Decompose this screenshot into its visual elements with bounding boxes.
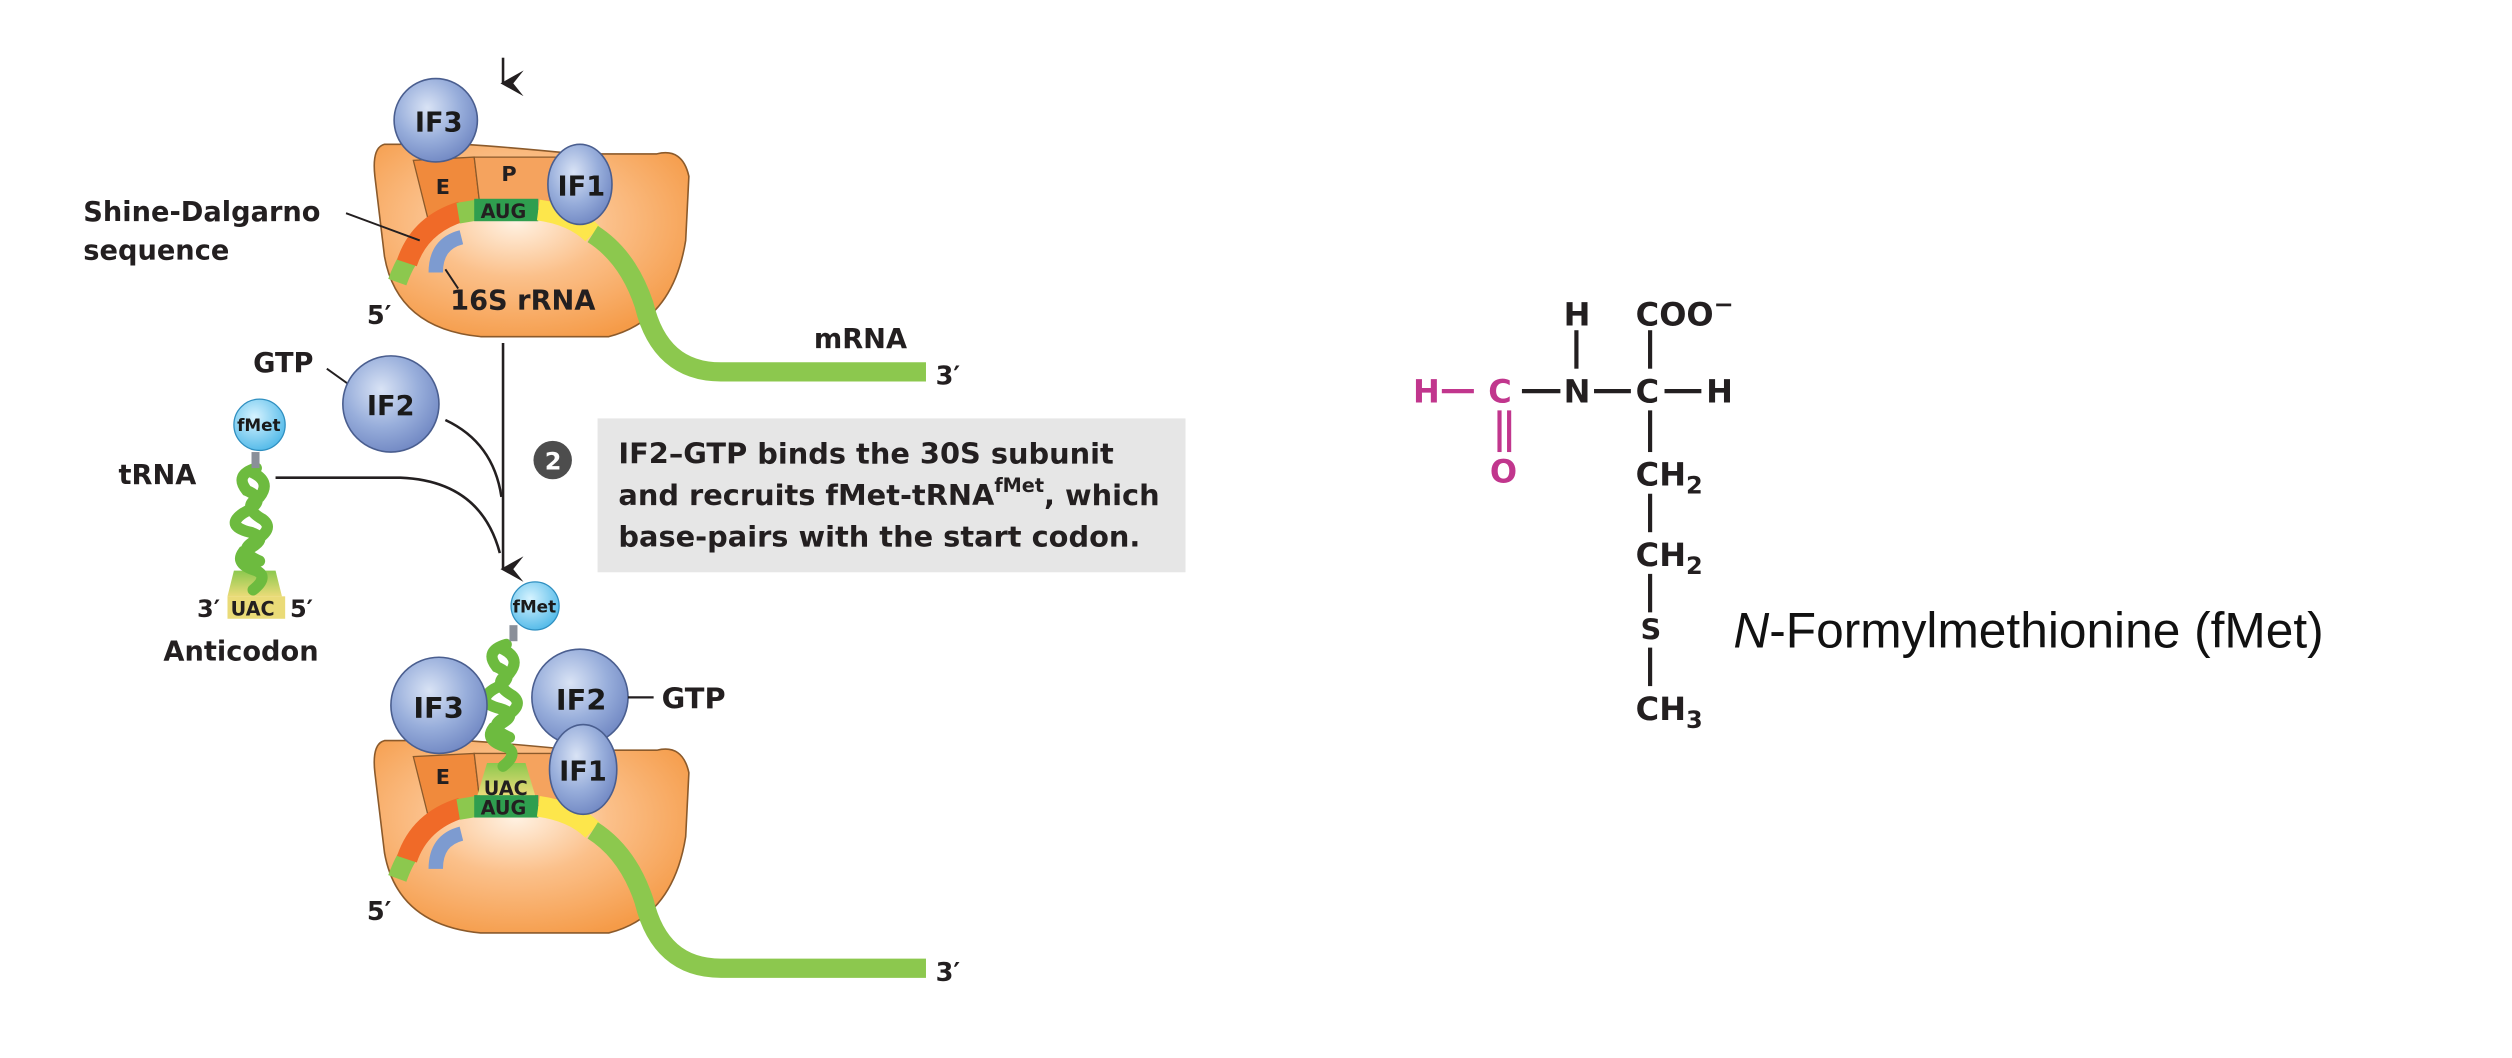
alpha-hydrogen: H	[1706, 372, 1733, 410]
mrna-label: mRNA	[814, 324, 907, 355]
sd-leader-line	[345, 212, 421, 242]
start-codon-box	[474, 198, 539, 222]
if3-label: IF3	[413, 691, 463, 725]
step-number: 2	[545, 448, 562, 476]
gtp-label: GTP	[253, 348, 313, 379]
bound-trna-molecule	[479, 638, 523, 772]
top-ribosome-complex: E P AUG IF3 IF1 Shine-Dalgarno sequence …	[83, 57, 961, 392]
step-number-badge	[533, 440, 572, 480]
e-site-label: E	[436, 765, 450, 789]
mrna-strand-3prime	[587, 225, 926, 382]
bottom-ribosome-complex: E AUG UAC fMet IF3 IF2 GTP IF1 5′ 3′	[367, 581, 961, 988]
trna-three-prime-label: 3′	[197, 595, 220, 623]
shine-dalgarno-label: Shine-Dalgarno	[83, 197, 320, 228]
if1-factor	[548, 723, 618, 816]
e-site-label: E	[436, 175, 450, 199]
anticodon-box	[227, 596, 286, 619]
carboxylate: COO−	[1636, 291, 1734, 334]
five-prime-label: 5′	[367, 897, 392, 927]
if2-merge-arrow	[444, 418, 503, 498]
caption-line-1: IF2–GTP binds the 30S subunit	[618, 436, 1114, 470]
16s-rrna-label: 16S rRNA	[450, 285, 595, 316]
if3-factor	[390, 656, 488, 755]
three-prime-label: 3′	[936, 362, 961, 392]
fmet-amino-acid	[233, 398, 286, 452]
trna-molecule	[229, 462, 273, 596]
trna-label: tRNA	[119, 460, 197, 491]
bound-fmet	[510, 581, 560, 631]
if1-label: IF1	[558, 172, 606, 203]
fmet-label: fMet	[237, 415, 280, 435]
bound-anticodon-label: UAC	[484, 777, 528, 800]
bound-fmet-label: fMet	[513, 596, 556, 616]
gtp-bond-line	[326, 367, 350, 386]
if3-label: IF3	[415, 107, 463, 138]
16s-rrna	[428, 230, 464, 273]
if3-factor	[393, 77, 479, 163]
anticodon-label: Anticodon	[163, 636, 318, 667]
downstream-segment	[536, 796, 601, 839]
if1-factor	[547, 143, 613, 226]
shine-dalgarno-label-line2: sequence	[83, 236, 229, 267]
trna-stem	[251, 452, 260, 469]
formyl-oxygen: O	[1490, 453, 1517, 491]
shine-dalgarno-segment	[397, 201, 465, 267]
ch3-group: CH3	[1636, 690, 1703, 734]
anticodon-seq: UAC	[231, 598, 275, 621]
p-site-label: P	[501, 162, 516, 186]
amide-hydrogen: H	[1564, 295, 1591, 333]
mrna-strand-3prime	[587, 822, 926, 978]
gtp-label: GTP	[662, 682, 726, 716]
formyl-carbon: C	[1488, 372, 1512, 410]
three-prime-label: 3′	[936, 958, 961, 988]
trna-merge-arrow	[275, 476, 502, 554]
start-codon-label: AUG	[481, 796, 527, 819]
shine-dalgarno-segment	[397, 797, 465, 863]
fmet-structure: H C O N H C H COO− CH2 CH2 S CH3 N-Formy…	[1413, 291, 2324, 734]
compound-name: N-Formylmethionine (fMet)	[1733, 603, 2323, 659]
sulfur: S	[1640, 613, 1661, 647]
step-2-caption: 2 IF2–GTP binds the 30S subunit and recr…	[533, 418, 1186, 573]
five-prime-label: 5′	[367, 301, 392, 331]
caption-line-2: and recruits fMet-tRNAfMet, which	[618, 474, 1159, 512]
if1-label: IF1	[559, 757, 607, 788]
if2-factor	[342, 355, 440, 453]
caption-line-3: base-pairs with the start codon.	[618, 520, 1140, 554]
start-codon-box	[474, 795, 539, 818]
formyl-hydrogen: H	[1413, 372, 1440, 410]
bound-trna-stem	[509, 625, 518, 642]
if2-label: IF2	[556, 683, 606, 717]
bound-trna-anticodon-base	[477, 763, 536, 796]
ch2-group-1: CH2	[1636, 456, 1703, 500]
start-codon-label: AUG	[481, 200, 527, 223]
caption-box	[597, 418, 1186, 573]
ch2-group-2: CH2	[1636, 536, 1703, 580]
nitrogen: N	[1564, 372, 1591, 410]
rrna-leader-line	[444, 268, 459, 290]
trna-five-prime-label: 5′	[290, 595, 313, 623]
alpha-carbon: C	[1636, 372, 1660, 410]
incoming-components: GTP IF2 tRNA fMet 3′ UAC 5′ Anticodon	[119, 343, 524, 667]
16s-rrna	[428, 826, 464, 870]
if2-label: IF2	[367, 391, 415, 422]
